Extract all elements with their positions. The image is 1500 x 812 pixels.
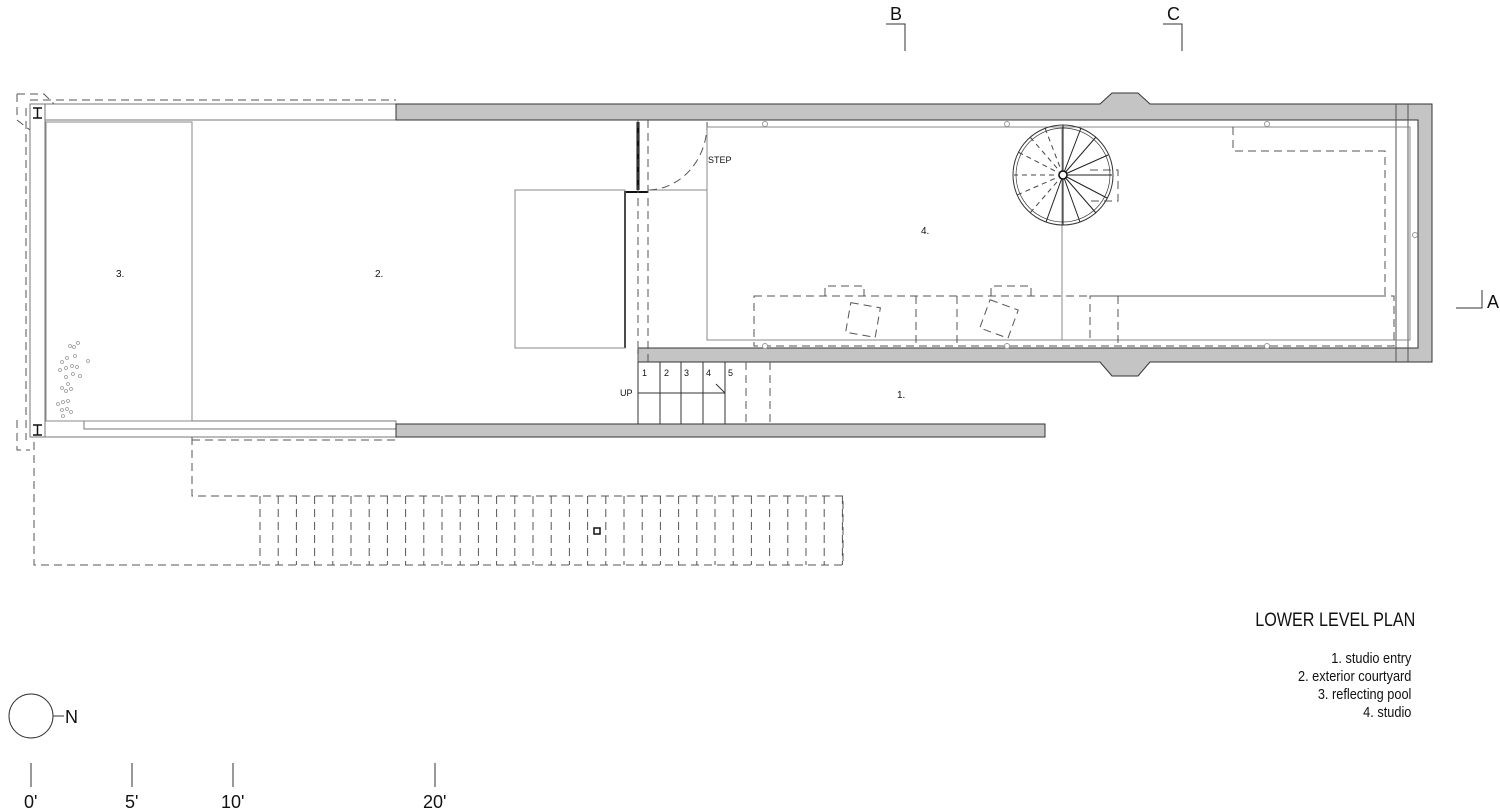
scale-label: 10' bbox=[221, 792, 244, 812]
steel-column-icon bbox=[33, 424, 42, 436]
north-arrow-icon: N bbox=[8, 693, 78, 739]
svg-text:1: 1 bbox=[642, 368, 647, 378]
svg-text:3.: 3. bbox=[116, 269, 124, 280]
room-tag-studio: 4. bbox=[921, 226, 929, 237]
legend-item: 1. studio entry bbox=[1330, 650, 1411, 667]
overhead-outline bbox=[16, 93, 396, 451]
entry-door: STEP bbox=[514, 120, 732, 420]
room-tag-courtyard: 2. bbox=[375, 269, 383, 280]
scale-label: 0' bbox=[24, 792, 37, 812]
up-label: UP bbox=[620, 388, 633, 398]
plan-title: LOWER LEVEL PLAN bbox=[1254, 610, 1415, 631]
walls bbox=[395, 92, 1433, 438]
svg-text:5: 5 bbox=[728, 368, 733, 378]
legend-item: 3. reflecting pool bbox=[1317, 686, 1411, 703]
entry-stairs: 1 2 3 4 5 UP bbox=[620, 362, 771, 424]
svg-text:C: C bbox=[1167, 4, 1180, 24]
reflecting-pool: 3. bbox=[45, 121, 193, 422]
steel-column-icon bbox=[33, 107, 42, 119]
scale-label: 20' bbox=[423, 792, 446, 812]
spiral-stair bbox=[1012, 124, 1114, 226]
section-marker-a: A bbox=[1456, 290, 1499, 312]
studio: 4. bbox=[706, 121, 1418, 349]
step-label: STEP bbox=[708, 155, 732, 165]
overhead-stair-outline bbox=[33, 437, 844, 566]
svg-text:B: B bbox=[890, 4, 902, 24]
svg-text:2: 2 bbox=[664, 368, 669, 378]
section-marker-c: C bbox=[1163, 4, 1183, 51]
room-tag-studio-entry: 1. bbox=[897, 390, 905, 401]
courtyard-frame bbox=[29, 103, 397, 438]
svg-text:3: 3 bbox=[684, 368, 689, 378]
scale-bar bbox=[30, 763, 436, 787]
section-marker-b: B bbox=[886, 4, 906, 51]
legend-item: 2. exterior courtyard bbox=[1297, 668, 1411, 685]
svg-text:A: A bbox=[1487, 292, 1499, 312]
svg-text:N: N bbox=[65, 707, 78, 727]
legend-item: 4. studio bbox=[1362, 704, 1411, 721]
scale-label: 5' bbox=[125, 792, 138, 812]
room-legend: 1. studio entry 2. exterior courtyard 3.… bbox=[1298, 650, 1411, 722]
svg-text:4: 4 bbox=[706, 368, 711, 378]
